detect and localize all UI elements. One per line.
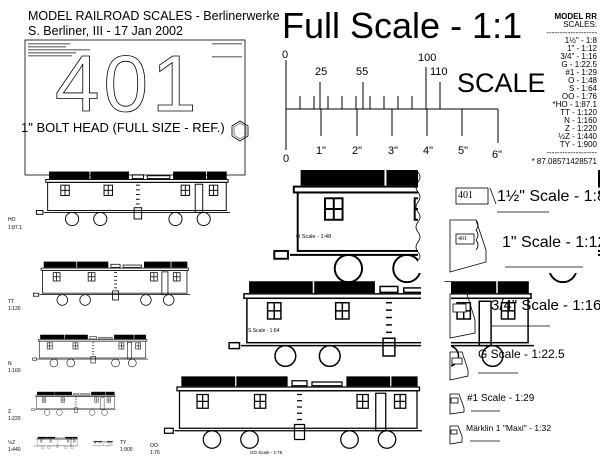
caboose-z [31,391,117,416]
ruler-bottom-tick-2in: 2" [352,145,363,157]
number-plates [450,233,475,435]
ruler-top-tick-25: 25 [315,66,328,78]
oo-ratio: 1:76 [150,450,160,456]
scale-word: SCALE [457,68,546,98]
scale-label-1-16: 3/4" Scale - 1:16 [491,297,600,314]
full-scale-title: Full Scale - 1:1 [282,5,523,46]
scale-list-item: S - 1:64 [568,84,597,93]
scale-list-item: 1½" - 1:8 [564,36,597,45]
bolt-head-label: 1" BOLT HEAD (FULL SIZE - REF.) [21,120,225,135]
scale-list-divider: ------------------- [546,28,597,37]
scale-label-1-8: 1½" Scale - 1:8 [497,188,600,205]
break-line [415,171,421,261]
ho-ratio: 1:87.1 [8,225,22,231]
ruler-top-tick-55: 55 [356,66,369,78]
tt-name: TT [8,299,15,305]
caboose-tt [33,261,191,306]
z-name: Z [8,409,12,415]
z-ratio: 1:220 [8,416,21,422]
large-scale-fragments [449,187,583,445]
scale-list-item: TT - 1:120 [560,108,597,117]
ruler-top-tick-0: 0 [282,49,289,61]
s-scale-label: S Scale - 1:64 [248,328,280,334]
caboose-n [32,334,149,368]
oo-scale-label: OO Scale - 1:76 [250,450,283,455]
reference-number-401: 401 [55,39,201,128]
scale-list-divider-2: ------------------- [546,148,597,157]
caboose-o [273,168,600,284]
scale-list-item: 3/4" - 1:16 [560,52,597,61]
ruler-bottom-tick-0: 0 [283,153,290,165]
plate-text: 401 [458,236,467,242]
half-z-name: ½Z [8,440,16,446]
scale-list-item: N - 1:160 [564,116,597,125]
scale-list-item: Z - 1:220 [564,124,597,133]
scale-list-item: OO - 1:76 [561,92,597,101]
caboose-ho [35,171,231,227]
page-title: MODEL RAILROAD SCALES - Berlinerwerke [28,9,280,23]
tt-ratio: 1:120 [8,306,21,312]
scale-label-1-22-5: G Scale - 1:22.5 [478,347,565,361]
ho-name: HO [8,217,16,223]
ruler-bottom-tick-4in: 4" [423,145,434,157]
plate-text: 401 [458,190,473,201]
scale-list-heading: MODEL RR [554,12,597,21]
hex-bolt-head-icon [231,120,249,142]
scale-list-heading-2: SCALES: [563,20,597,29]
scale-list-item: TY - 1:900 [559,140,597,149]
ruler-bottom-tick-5in: 5" [458,145,469,157]
scale-list-item: *HO - 1:87.1 [552,100,597,109]
scale-list-footnote: * 87.08571428571 [531,157,597,166]
ruler-top-tick-110: 110 [430,66,448,78]
scale-label-1-29: #1 Scale - 1:29 [467,393,535,404]
half-z-ratio: 1:440 [8,447,21,453]
ruler-top-tick-100: 100 [418,52,437,64]
scale-list-item: 1" - 1:12 [567,44,597,53]
ruler-bottom-tick-6in: 6" [492,149,503,161]
n-ratio: 1:160 [8,368,21,374]
scale-label-1-12: 1" Scale - 1:12 [502,234,600,251]
scale-list-item: #1 - 1:29 [565,68,597,77]
caboose-oo [163,376,423,449]
scale-list-item: G - 1:22.5 [561,60,597,69]
ruler-bottom-tick-1in: 1" [316,145,327,157]
full-scale-ruler [285,60,499,150]
caboose-half-z [34,436,79,450]
ty-ratio: 1:900 [120,447,133,453]
caboose-s [225,281,535,374]
reference-fine-print [28,43,242,58]
oo-name: OO [150,443,158,449]
o-scale-label: O Scale - 1:48 [296,234,332,240]
ruler-bottom-tick-3in: 3" [388,145,399,157]
scale-list-item: O - 1:48 [568,76,597,85]
scale-list-item: ½Z - 1:440 [558,132,597,141]
page-byline: S. Berliner, III - 17 Jan 2002 [28,24,183,38]
ty-name: TY [120,440,127,446]
scale-label-1-32: Märklin 1 "Maxi" - 1:32 [466,423,551,433]
n-name: N [8,361,12,367]
caboose-ty [92,440,114,447]
